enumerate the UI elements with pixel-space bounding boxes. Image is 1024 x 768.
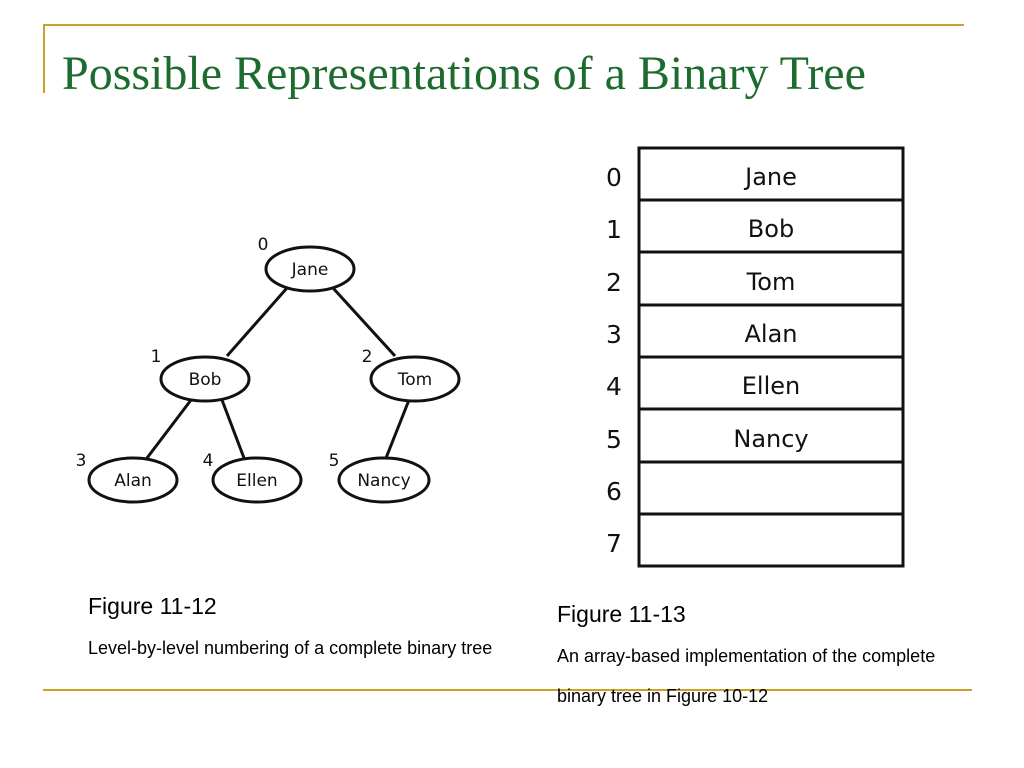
- array-cell: [637, 198, 905, 254]
- array-cell: [637, 355, 905, 411]
- bottom-rule: [43, 689, 972, 691]
- tree-node: Alan 3: [76, 451, 179, 504]
- tree-node-index: 1: [151, 347, 162, 367]
- figure-left-caption: Level-by-level numbering of a complete b…: [88, 638, 493, 658]
- array-cell: [637, 460, 905, 516]
- array-value: Ellen: [742, 372, 800, 400]
- tree-node: Tom 2: [362, 347, 461, 403]
- tree-edge-jane-tom: [331, 286, 397, 358]
- tree-node: Jane 0: [258, 235, 356, 293]
- figure-left-title: Figure 11-12: [88, 593, 217, 619]
- array-value: Jane: [743, 163, 797, 191]
- tree-edges: [145, 286, 411, 459]
- array-index: 6: [606, 477, 622, 506]
- tree-node: Bob 1: [151, 347, 251, 403]
- tree-node-index: 5: [329, 451, 340, 471]
- array-index: 0: [606, 163, 622, 192]
- tree-node-index: 3: [76, 451, 87, 471]
- array-index: 7: [606, 529, 622, 558]
- tree-node-index: 0: [258, 235, 269, 255]
- array-cell: [637, 250, 905, 307]
- tree-node-label: Ellen: [236, 471, 277, 491]
- array-index: 4: [606, 372, 622, 401]
- array-index: 2: [606, 268, 622, 297]
- tree-nodes: Jane 0 Bob 1 Tom 2 Alan 3 Ellen 4 Nancy …: [76, 235, 461, 504]
- slide-title: Possible Representations of a Binary Tre…: [62, 47, 866, 100]
- left-rule: [43, 24, 45, 93]
- tree-node-label: Nancy: [357, 471, 410, 491]
- tree-node-label: Jane: [291, 260, 329, 280]
- tree-node-label: Bob: [189, 370, 222, 390]
- tree-node-index: 4: [203, 451, 214, 471]
- tree-node-index: 2: [362, 347, 373, 367]
- tree-edge-bob-alan: [145, 399, 193, 459]
- tree-edge-bob-ellen: [220, 399, 246, 459]
- array-value: Alan: [744, 320, 797, 348]
- figure-right-title: Figure 11-13: [557, 601, 686, 627]
- tree-node: Ellen 4: [203, 451, 303, 504]
- tree-edge-tom-nancy: [384, 399, 411, 459]
- array-index: 5: [606, 425, 622, 454]
- array-index: 1: [606, 215, 622, 244]
- array-value: Nancy: [733, 425, 808, 453]
- array-value: Tom: [746, 268, 796, 296]
- tree-node: Nancy 5: [329, 451, 431, 504]
- top-rule: [43, 24, 964, 26]
- array-cell: [637, 512, 905, 568]
- array-table: 0 1 2 3 4 5 6 7 Jane Bob Tom Alan Ellen …: [606, 146, 905, 568]
- array-value: Bob: [748, 215, 794, 243]
- array-cell: [637, 146, 905, 202]
- array-index: 3: [606, 320, 622, 349]
- tree-node-label: Alan: [114, 471, 152, 491]
- figure-right-caption: An array-based implementation of the com…: [557, 646, 936, 706]
- tree-edge-jane-bob: [225, 287, 289, 357]
- tree-node-label: Tom: [397, 370, 432, 390]
